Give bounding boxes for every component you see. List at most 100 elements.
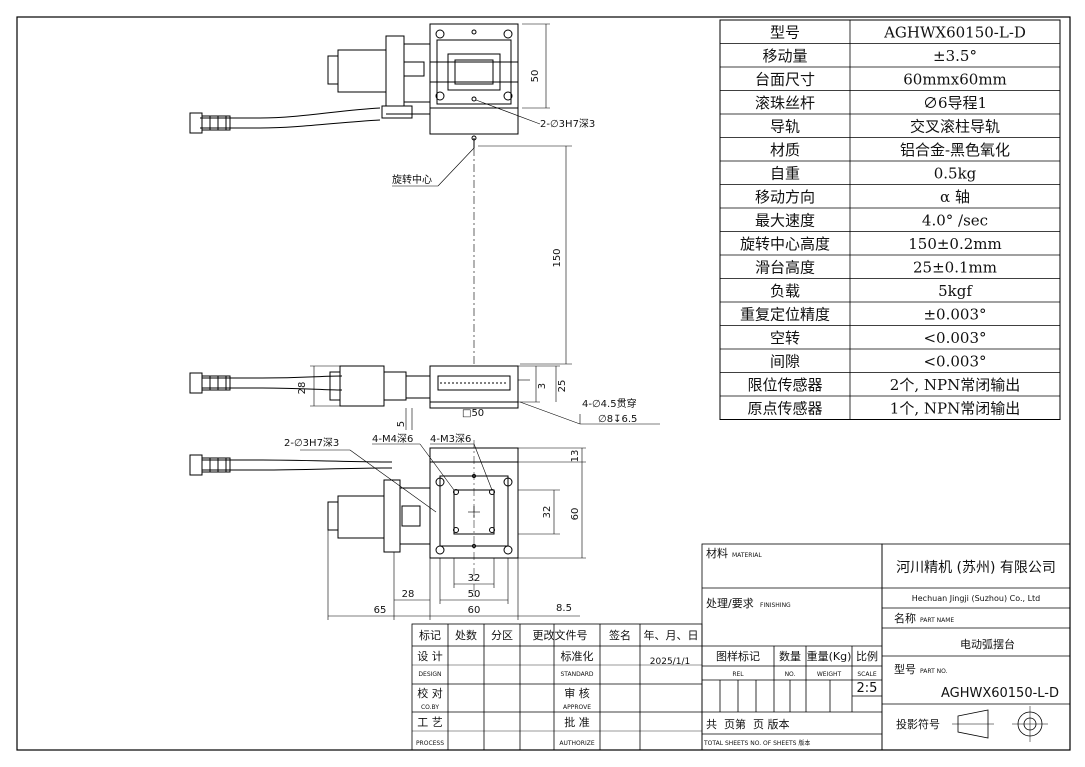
label-plan-holes-2: 4-M4深6: [372, 433, 413, 445]
row-check: 校 对: [417, 686, 443, 700]
row-authorize-en: AUTHORIZE: [559, 740, 594, 747]
rotation-height-dimension: [473, 145, 572, 365]
rev-header-5: 年、月、日: [644, 628, 699, 642]
spec-label: 滚珠丝杆: [755, 94, 815, 112]
finishing-en: FINISHING: [760, 602, 791, 609]
dim-front-h25: 25: [557, 380, 568, 393]
label-rotation-center: 旋转中心: [392, 173, 432, 186]
dim-plan-60h: 60: [468, 605, 481, 616]
row-approve-en: APPROVE: [563, 704, 591, 711]
row-standard-en: STANDARD: [560, 671, 593, 678]
row-check-en: CO.BY: [421, 704, 439, 711]
part-no-label: 型号: [894, 662, 916, 676]
dim-rotation-height: 150: [552, 248, 563, 267]
part-name: 电动弧摆台: [960, 637, 1015, 651]
spec-label: 移动方向: [755, 188, 815, 206]
material-en: MATERIAL: [732, 552, 762, 559]
spec-value: 铝合金-黑色氧化: [900, 141, 1010, 159]
row-process-en: PROCESS: [416, 740, 444, 747]
title-block-text: 标记 处数 分区 更改文件号 签名 年、月、日 设 计 DESIGN 标准化 S…: [416, 546, 1059, 747]
projection-label: 投影符号: [896, 717, 940, 731]
company-name-en: Hechuan Jingji (Suzhou) Co., Ltd: [912, 594, 1041, 603]
spec-value: 1个, NPN常闭输出: [890, 400, 1020, 418]
spec-value: 25±0.1mm: [913, 259, 997, 277]
rev-header-4: 签名: [609, 628, 631, 642]
spec-value: <0.003°: [923, 329, 986, 347]
label-thru-holes: 4-∅4.5贯穿: [582, 397, 637, 410]
dim-top-height: 50: [530, 70, 541, 83]
rev-header-1: 处数: [455, 629, 477, 642]
row-design-en: DESIGN: [418, 671, 441, 678]
part-name-en: PART NAME: [920, 617, 954, 624]
row-standard: 标准化: [561, 649, 594, 663]
part-no-en: PART NO.: [920, 668, 948, 675]
spec-value: ±0.003°: [923, 306, 986, 324]
spec-label: 台面尺寸: [755, 71, 815, 89]
spec-value: ∅6导程1: [923, 94, 987, 112]
spec-label: 最大速度: [755, 212, 815, 230]
spec-label: 间隙: [770, 353, 800, 371]
spec-value: 5kgf: [938, 282, 973, 300]
spec-label: 材质: [770, 141, 800, 159]
row-approve: 审 核: [564, 686, 590, 700]
dim-plan-50h: 50: [468, 589, 481, 600]
label-plan-holes-3: 4-M3深6: [430, 433, 471, 445]
spec-value: 150±0.2mm: [908, 235, 1002, 253]
dim-square-50: □50: [462, 408, 484, 419]
spec-label: 滑台高度: [755, 259, 815, 277]
top-side-view: [189, 23, 550, 187]
spec-label: 旋转中心高度: [740, 235, 830, 253]
title-block: [411, 543, 1071, 751]
spec-table-frame: [719, 19, 1061, 420]
label-plan-holes-1: 2-∅3H7深3: [284, 437, 339, 449]
rev-header-0: 标记: [419, 628, 441, 642]
dim-front-5: 5: [396, 421, 407, 427]
row-design: 设 计: [417, 650, 443, 663]
spec-value: 0.5kg: [934, 165, 977, 183]
row-process: 工 艺: [417, 716, 443, 729]
label-counterbore: ∅8↧6.5: [598, 414, 637, 425]
dim-plan-60v: 60: [570, 508, 581, 521]
spec-value: 2个, NPN常闭输出: [890, 376, 1020, 394]
spec-label: 空转: [770, 329, 800, 347]
spec-label: 负载: [770, 282, 800, 300]
spec-value: ±3.5°: [933, 47, 977, 65]
dim-plan-28: 28: [402, 589, 415, 600]
scale-en: SCALE: [857, 671, 876, 678]
spec-label: 重复定位精度: [740, 306, 830, 324]
dim-plan-32v: 32: [542, 506, 553, 519]
weight-label: 重量(Kg): [807, 649, 852, 663]
spec-label: 原点传感器: [747, 400, 822, 418]
dim-plan-8-5: 8.5: [556, 603, 572, 614]
spec-value: AGHWX60150-L-D: [883, 24, 1026, 42]
part-no: AGHWX60150-L-D: [941, 686, 1059, 701]
qty-label: 数量: [779, 650, 801, 663]
dim-plan-13: 13: [570, 450, 581, 463]
spec-value: α 轴: [940, 188, 970, 206]
drawing-mark: 图样标记: [716, 649, 760, 663]
dim-plan-32h: 32: [468, 573, 481, 584]
plan-view: [189, 440, 586, 620]
scale-label: 比例: [856, 649, 878, 663]
dim-plan-65: 65: [374, 605, 387, 616]
drawing-mark-en: REL: [732, 671, 744, 678]
spec-value: <0.003°: [923, 353, 986, 371]
dim-motor-dia: 28: [297, 382, 308, 395]
front-view: [189, 365, 660, 430]
scale-value: 2:5: [857, 681, 878, 696]
company-name: 河川精机 (苏州) 有限公司: [896, 560, 1056, 576]
spec-value: 60mmx60mm: [903, 71, 1007, 89]
spec-label: 型号: [770, 24, 800, 42]
sheets-en: TOTAL SHEETS NO. OF SHEETS 版本: [703, 739, 810, 747]
sheets-label: 共 页第 页 版本: [706, 717, 789, 731]
row-authorize: 批 准: [564, 715, 590, 729]
spec-value: 4.0° /sec: [922, 212, 988, 230]
material-label: 材料: [706, 546, 728, 560]
finishing-label: 处理/要求: [706, 597, 754, 610]
weight-en: WEIGHT: [817, 671, 842, 678]
label-top-holes: 2-∅3H7深3: [540, 118, 595, 130]
qty-en: NO.: [785, 671, 796, 678]
part-name-label: 名称: [894, 611, 916, 625]
